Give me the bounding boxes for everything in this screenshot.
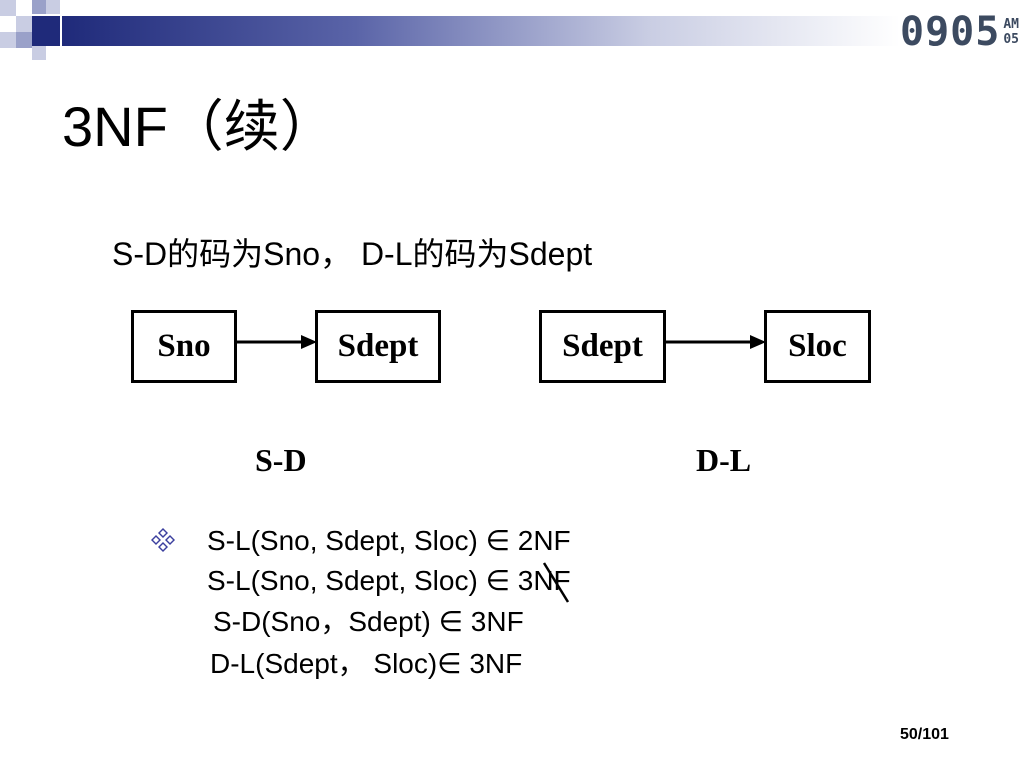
decor-square — [16, 16, 32, 32]
dl-right-box: Sloc — [764, 310, 871, 383]
clock-ampm-top: AM — [1003, 17, 1019, 32]
decor-square — [32, 46, 46, 60]
sd-left-box: Sno — [131, 310, 237, 383]
decor-square — [46, 0, 60, 14]
sd-arrow — [237, 335, 317, 349]
decor-square — [32, 0, 46, 14]
decor-square — [0, 0, 16, 16]
slide-title: 3NF（续） — [62, 95, 336, 158]
dl-arrow — [666, 335, 766, 349]
statement-2: S-L(Sno, Sdept, Sloc) ∈ 3NF — [207, 565, 571, 596]
four-diamond-bullet-icon — [151, 528, 175, 552]
page-number: 50/101 — [900, 726, 949, 743]
header-gradient-bar — [62, 16, 900, 46]
not-member-strike-mark — [542, 562, 570, 603]
dl-caption: D-L — [696, 442, 752, 478]
decor-square — [0, 32, 16, 48]
dl-left-box: Sdept — [539, 310, 666, 383]
decor-square — [16, 32, 32, 48]
statement-4: D-L(Sdept， Sloc)∈ 3NF — [210, 648, 523, 679]
decor-square — [32, 16, 60, 46]
clock-display: 0905 AM 05 — [900, 10, 1024, 54]
clock-time: 0905 — [900, 9, 1001, 55]
decor-square — [16, 0, 32, 16]
sd-caption: S-D — [255, 442, 307, 478]
slide-subtitle: S-D的码为Sno， D-L的码为Sdept — [112, 236, 593, 272]
sd-right-box: Sdept — [315, 310, 441, 383]
statement-1: S-L(Sno, Sdept, Sloc) ∈ 2NF — [207, 525, 571, 556]
corner-squares-decoration — [0, 0, 90, 70]
statement-3: S-D(Sno，Sdept) ∈ 3NF — [213, 606, 524, 637]
clock-ampm-bottom: 05 — [1003, 32, 1019, 47]
clock-ampm: AM 05 — [1003, 17, 1019, 47]
